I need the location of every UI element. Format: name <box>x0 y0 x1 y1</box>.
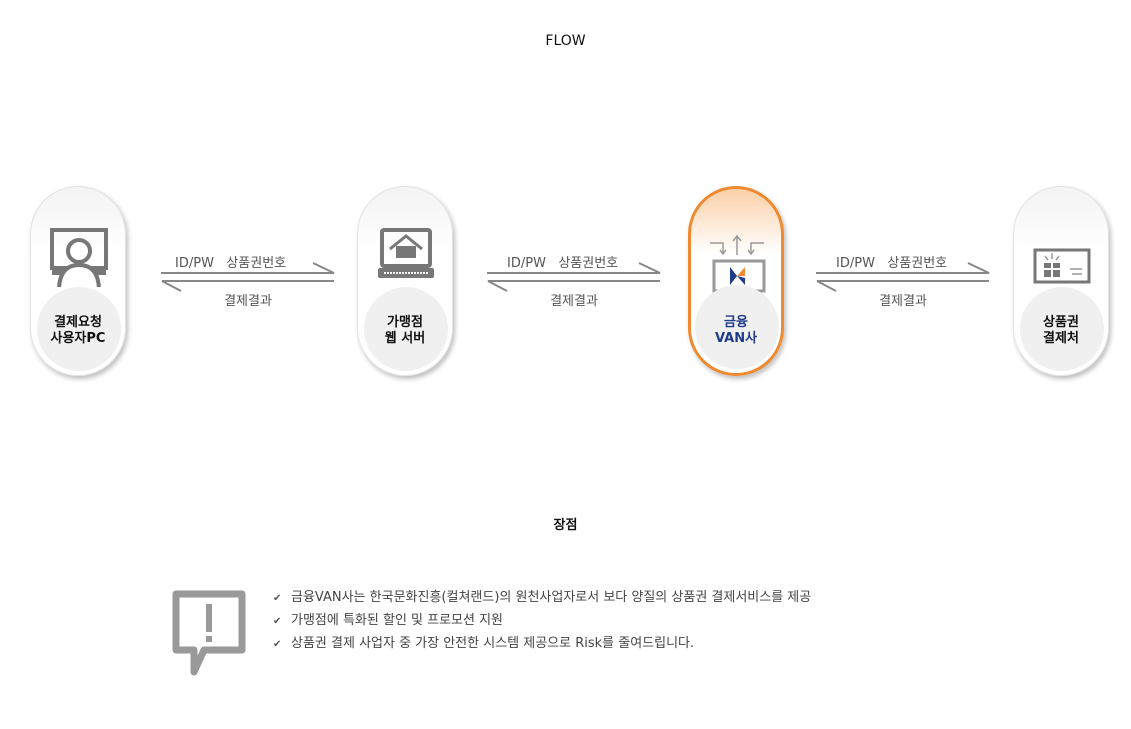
advantage-text: 가맹점에 특화된 할인 및 프로모션 지원 <box>291 613 504 628</box>
advantages-title: 장점 <box>553 518 578 533</box>
flow-title: FLOW <box>545 33 586 49</box>
bidirectional-arrow-icon <box>161 262 335 292</box>
node-label-line1: 결제요청 <box>54 315 102 330</box>
request-label: ID/PW 상품권번호 <box>836 256 948 271</box>
check-icon: ✔ <box>273 639 282 650</box>
node-label-line1: 금융 <box>724 315 748 330</box>
node-label-line2: 사용자PC <box>50 331 106 346</box>
node-label-line1: 가맹점 <box>387 315 423 330</box>
request-label: ID/PW 상품권번호 <box>507 256 619 271</box>
user-pc-icon <box>50 228 108 287</box>
check-icon: ✔ <box>273 616 282 627</box>
check-icon: ✔ <box>273 593 282 604</box>
node-label-line1: 상품권 <box>1043 315 1079 330</box>
node-label-line2: 웹 서버 <box>384 331 426 346</box>
node-label-line2: 결제처 <box>1043 331 1079 346</box>
flow-arrow-2: ID/PW 상품권번호 결제결과 <box>487 250 661 310</box>
list-item: ✔ 상품권 결제 사업자 중 가장 안전한 시스템 제공으로 Risk를 줄여드립… <box>273 632 811 655</box>
flow-arrow-3: ID/PW 상품권번호 결제결과 <box>816 250 990 310</box>
advantage-text: 상품권 결제 사업자 중 가장 안전한 시스템 제공으로 Risk를 줄여드립니… <box>291 636 695 651</box>
list-item: ✔ 가맹점에 특화된 할인 및 프로모션 지원 <box>273 609 811 632</box>
bidirectional-arrow-icon <box>816 262 990 292</box>
node-label-line2: VAN사 <box>714 331 758 346</box>
flow-arrow-1: ID/PW 상품권번호 결제결과 <box>161 250 335 310</box>
web-server-icon <box>378 228 434 278</box>
response-label: 결제결과 <box>879 294 927 309</box>
list-item: ✔ 금융VAN사는 한국문화진흥(컬쳐랜드)의 원천사업자로서 보다 양질의 상품… <box>273 586 811 609</box>
request-label: ID/PW 상품권번호 <box>175 256 287 271</box>
advantages-list: ✔ 금융VAN사는 한국문화진흥(컬쳐랜드)의 원천사업자로서 보다 양질의 상품… <box>273 586 811 655</box>
bidirectional-arrow-icon <box>487 262 661 292</box>
van-logo-icon <box>710 234 766 293</box>
response-label: 결제결과 <box>224 294 272 309</box>
exclamation-speech-bubble-icon <box>172 590 246 676</box>
response-label: 결제결과 <box>550 294 598 309</box>
gift-card-icon <box>1033 248 1091 284</box>
advantage-text: 금융VAN사는 한국문화진흥(컬쳐랜드)의 원천사업자로서 보다 양질의 상품권… <box>291 590 812 605</box>
